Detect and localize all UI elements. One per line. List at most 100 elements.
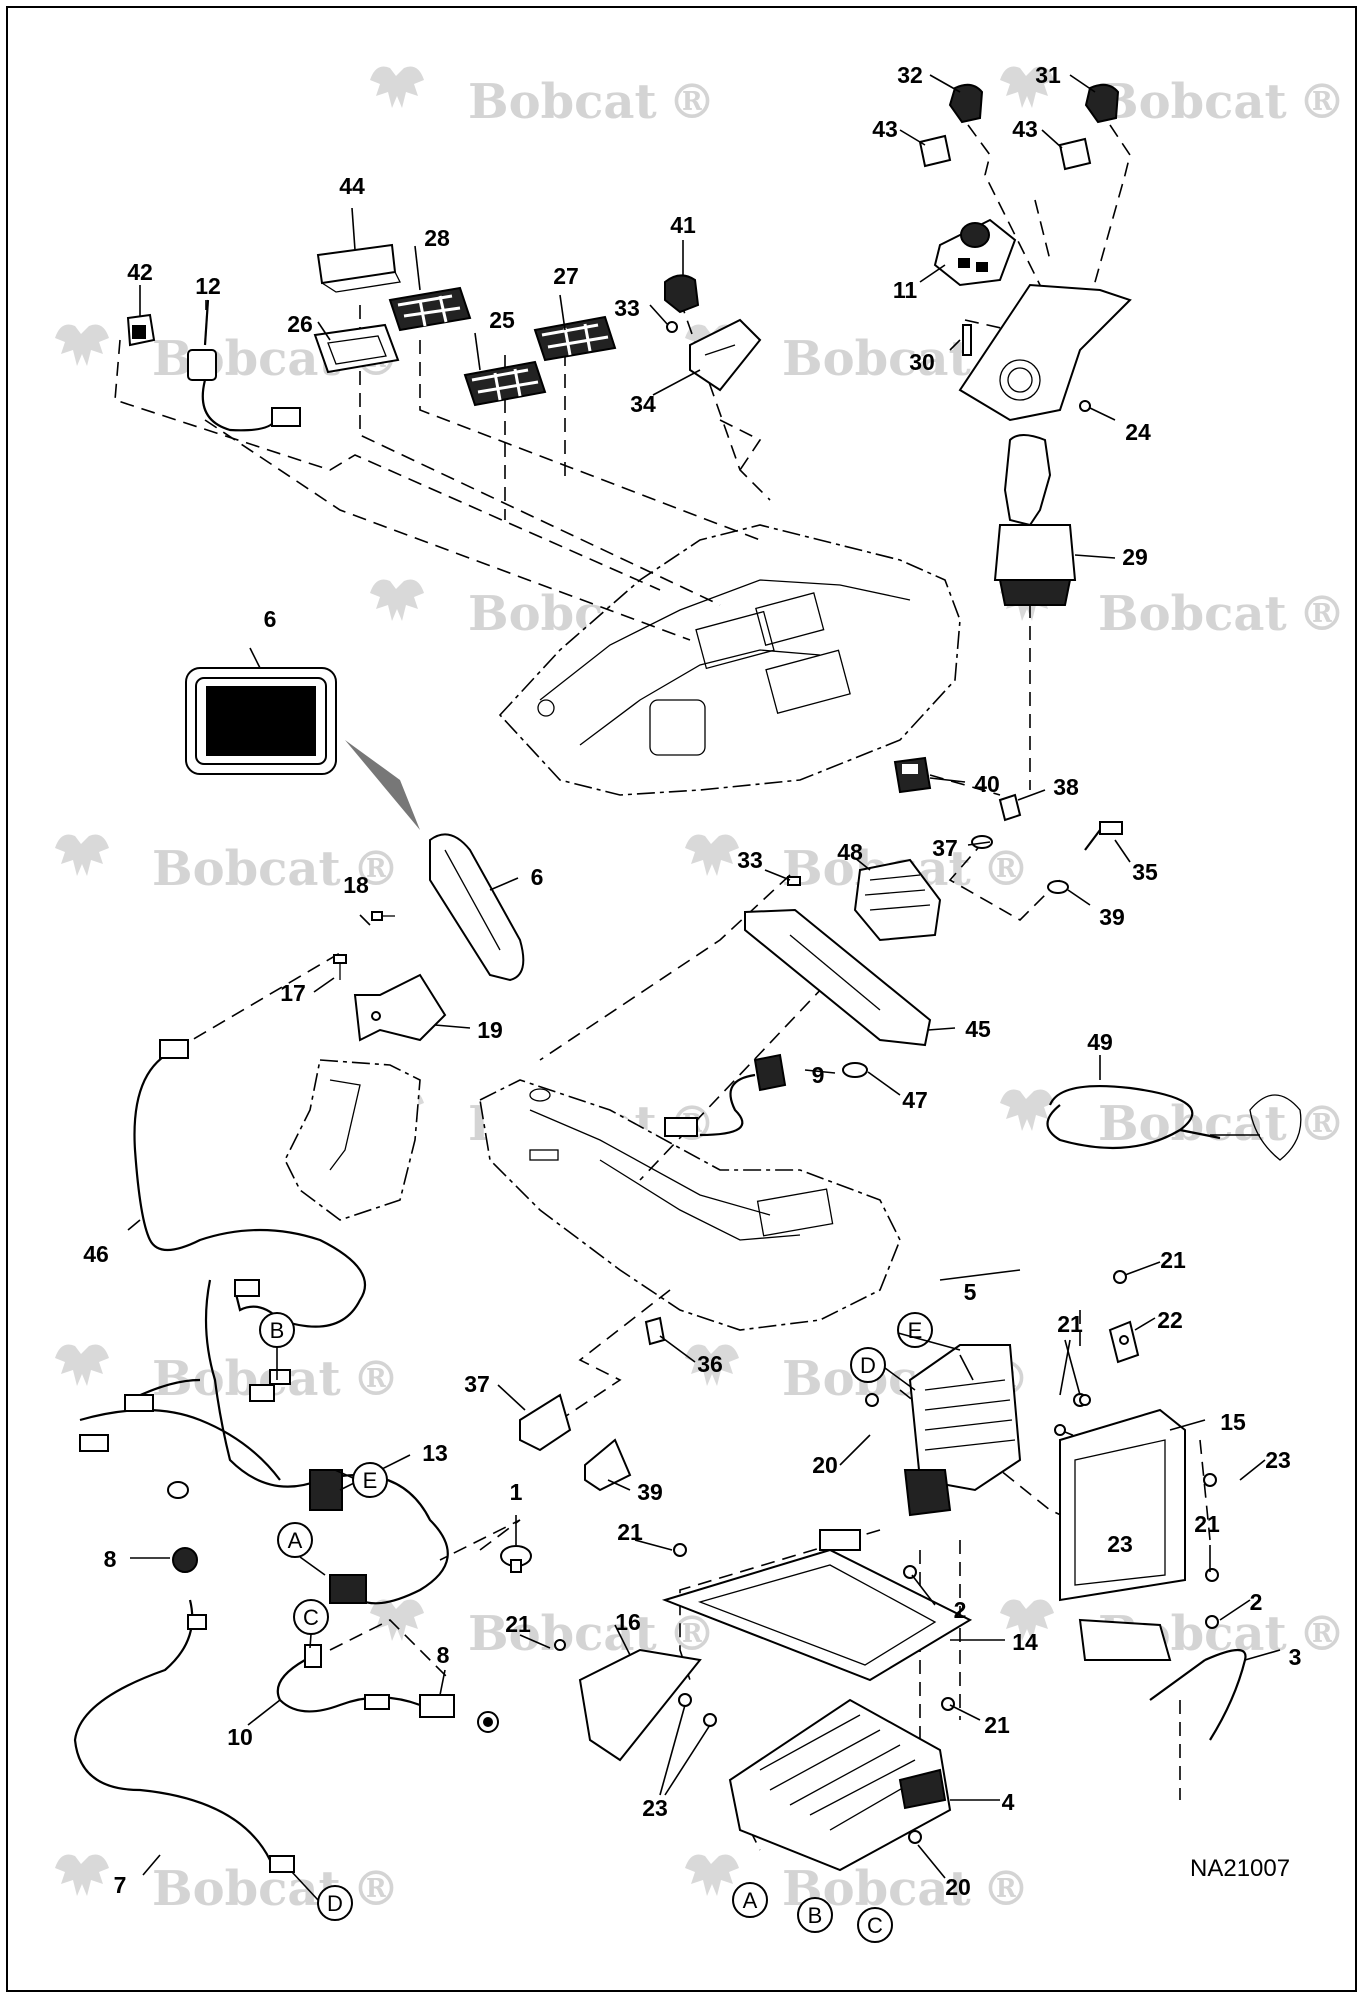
callout-18: 18	[343, 872, 369, 898]
svg-text:®: ®	[352, 841, 400, 897]
decal-43-right	[1058, 137, 1092, 171]
fasteners	[554, 1270, 1219, 1844]
side-panel	[284, 1059, 421, 1221]
callout-33-upper: 33	[614, 295, 640, 321]
switch-module-11	[933, 218, 1017, 287]
connector-letter-d-upper: D	[850, 1347, 886, 1383]
controller-48	[853, 858, 942, 942]
connector-9	[664, 1053, 787, 1137]
callout-2-mid: 2	[954, 1597, 967, 1623]
callout-16: 16	[615, 1609, 641, 1635]
callout-34: 34	[630, 391, 656, 417]
edge-trim-49	[1046, 1085, 1302, 1161]
watermark: Bobcat®	[1000, 1089, 1346, 1152]
callout-5: 5	[964, 1279, 977, 1305]
assembly-lines	[114, 124, 1211, 1851]
svg-text:®: ®	[982, 1861, 1030, 1917]
harness-46	[133, 1039, 366, 1328]
callout-36: 36	[697, 1351, 723, 1377]
switch-41	[664, 274, 700, 314]
callout-4: 4	[1002, 1789, 1015, 1815]
callout-8-upper: 8	[104, 1546, 117, 1572]
sensor-35	[1084, 821, 1123, 851]
callout-27: 27	[553, 263, 579, 289]
callout-3: 3	[1289, 1644, 1302, 1670]
svg-text:Bobcat: Bobcat	[152, 1351, 341, 1407]
svg-text:®: ®	[1298, 1606, 1346, 1662]
leader-lines	[127, 74, 1281, 1879]
svg-text:A: A	[288, 1528, 303, 1553]
svg-text:E: E	[363, 1468, 378, 1493]
connector-letter-b-lower: B	[797, 1897, 833, 1933]
watermark: Bobcat®	[370, 66, 716, 130]
callout-10: 10	[227, 1724, 253, 1750]
washer-39-upper	[1047, 880, 1069, 894]
callout-42: 42	[127, 259, 153, 285]
watermark: Bobcat®	[55, 834, 400, 897]
svg-text:A: A	[743, 1888, 758, 1913]
connector-letter-c-lower: C	[857, 1907, 893, 1943]
switch-42	[126, 313, 156, 347]
callout-22: 22	[1157, 1307, 1183, 1333]
callout-21-upper: 21	[1057, 1311, 1083, 1337]
sensor-8-lower	[419, 1694, 499, 1733]
svg-text:B: B	[270, 1318, 285, 1343]
switch-40	[893, 756, 932, 794]
callout-23-right: 23	[1265, 1447, 1291, 1473]
connector-letter-c-upper: C	[293, 1599, 329, 1635]
svg-text:®: ®	[352, 1861, 400, 1917]
callout-21-mid: 21	[617, 1519, 643, 1545]
connector-letter-leaders	[276, 1332, 961, 1901]
screw-33-upper	[666, 321, 678, 333]
callout-39-lower: 39	[637, 1479, 663, 1505]
plug-1	[500, 1545, 532, 1573]
grommet-36	[644, 1316, 666, 1346]
callouts: 44 28 27 25 26 42 12 41 33 34 32 31 43 4…	[83, 62, 1301, 1900]
display-front	[185, 667, 337, 775]
svg-text:®: ®	[668, 74, 716, 130]
callout-21-lower: 21	[984, 1712, 1010, 1738]
grommet-38	[998, 793, 1022, 822]
callout-13: 13	[422, 1440, 448, 1466]
display-side	[429, 833, 525, 982]
svg-text:®: ®	[982, 841, 1030, 897]
knob-31	[1084, 83, 1120, 124]
svg-text:Bobcat: Bobcat	[1098, 74, 1287, 130]
svg-text:®: ®	[1298, 1096, 1346, 1152]
main-harness-13	[79, 1279, 449, 1605]
callout-11: 11	[893, 277, 918, 303]
connector-letter-a-lower: A	[732, 1882, 768, 1918]
callout-17: 17	[280, 980, 306, 1006]
svg-text:Bobcat: Bobcat	[152, 331, 341, 387]
callout-6-top: 6	[264, 606, 277, 632]
connector-letter-a-upper: A	[277, 1522, 313, 1558]
svg-text:C: C	[867, 1913, 883, 1938]
callout-37-lower: 37	[464, 1371, 490, 1397]
plate-34	[689, 318, 762, 392]
callout-1: 1	[510, 1479, 523, 1505]
switch-cover-44	[316, 243, 401, 293]
switch-bank-28	[388, 286, 472, 332]
joystick-plate	[958, 283, 1132, 422]
decal-43-left	[918, 134, 952, 168]
callout-30: 30	[909, 349, 935, 375]
callout-24: 24	[1125, 419, 1151, 445]
svg-text:®: ®	[1298, 74, 1346, 130]
switch-bank-27	[533, 315, 617, 362]
screw-33-lower	[787, 876, 801, 886]
callout-35: 35	[1132, 859, 1158, 885]
mounting-plate-14	[661, 1529, 973, 1682]
callout-25: 25	[489, 307, 515, 333]
callout-19: 19	[477, 1017, 503, 1043]
socket-39-lower	[584, 1438, 632, 1492]
svg-text:Bobcat: Bobcat	[1098, 1096, 1287, 1152]
svg-text:®: ®	[1298, 586, 1346, 642]
callout-33-lower: 33	[737, 847, 763, 873]
callout-7: 7	[114, 1872, 127, 1898]
callout-29: 29	[1122, 544, 1148, 570]
plate-45	[744, 908, 932, 1047]
callout-38: 38	[1053, 774, 1079, 800]
svg-text:®: ®	[352, 1351, 400, 1407]
watermark: Bobcat®	[1000, 579, 1346, 642]
